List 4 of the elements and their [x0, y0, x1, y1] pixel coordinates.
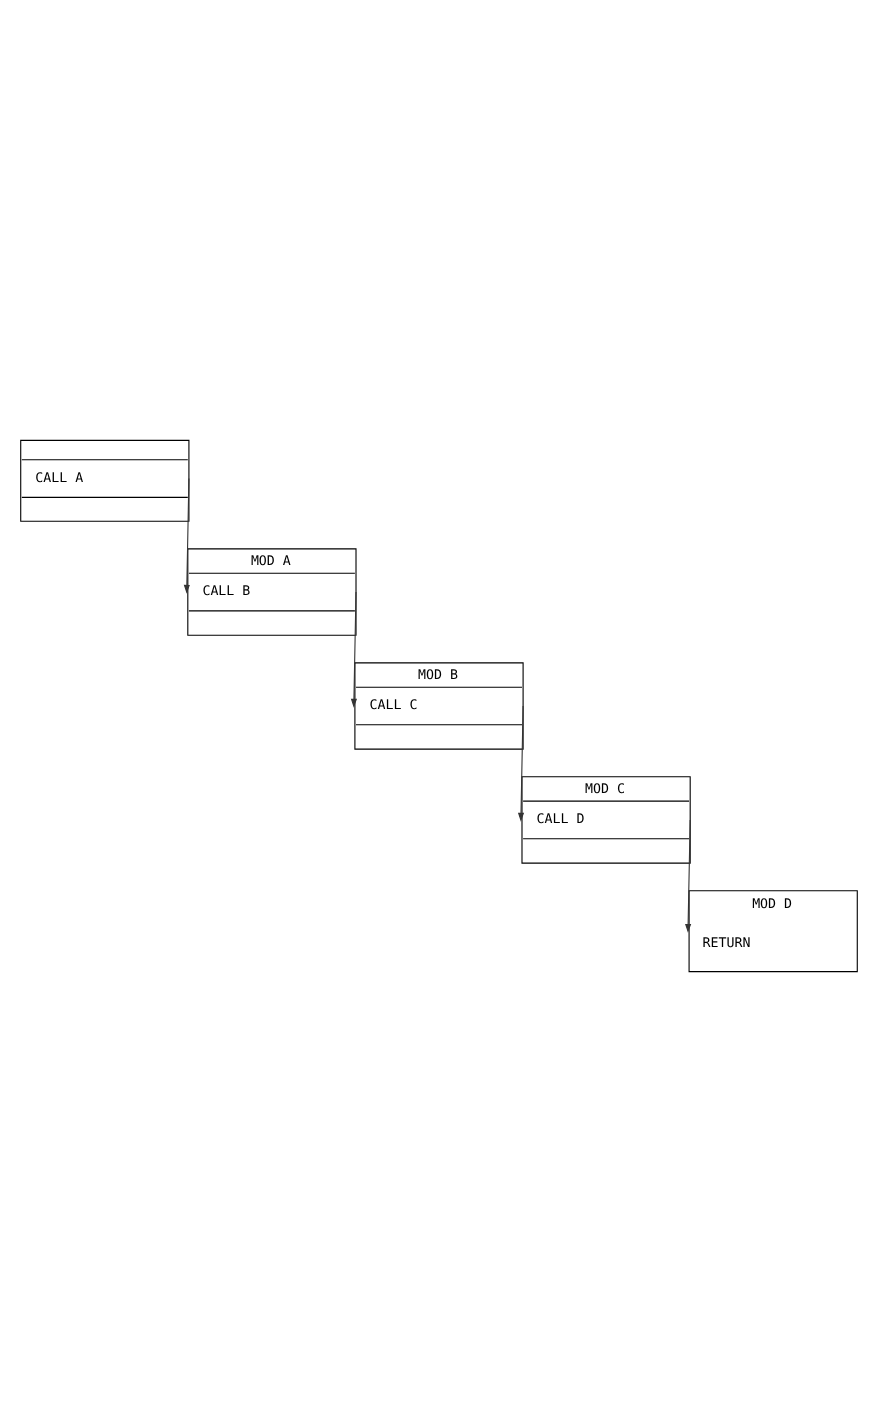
arrow	[517, 704, 525, 821]
arrow	[183, 477, 190, 593]
arrow	[350, 590, 358, 707]
arrow	[685, 818, 692, 932]
